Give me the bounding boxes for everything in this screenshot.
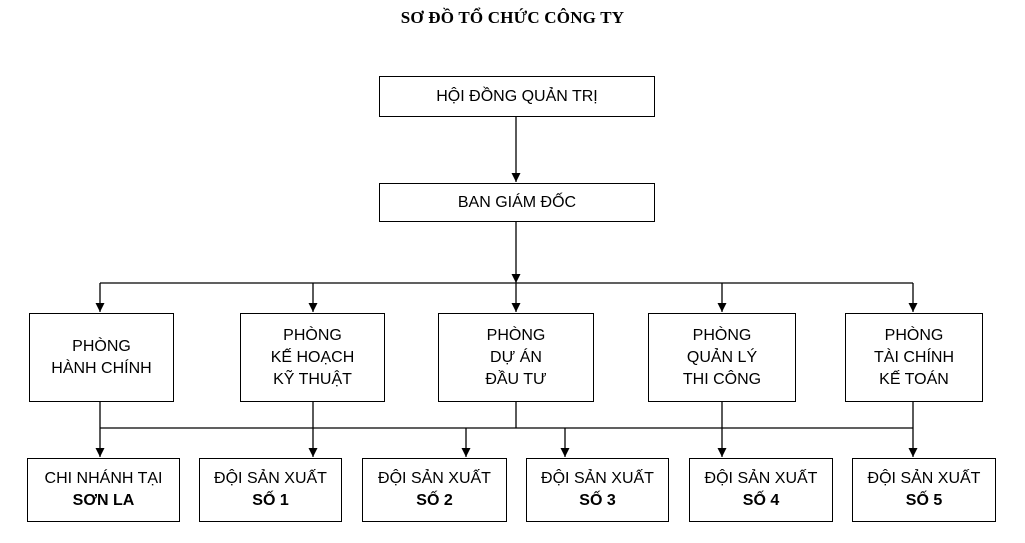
unit-line2: SƠN LA (72, 492, 135, 509)
unit-box-team-5: ĐỘI SẢN XUẤT SỐ 5 (852, 458, 996, 522)
unit-line2: SỐ 5 (905, 492, 943, 509)
unit-line1: ĐỘI SẢN XUẤT (378, 470, 491, 487)
unit-box-team-4: ĐỘI SẢN XUẤT SỐ 4 (689, 458, 833, 522)
unit-line1: ĐỘI SẢN XUẤT (704, 470, 818, 487)
board-box: HỘI ĐỒNG QUẢN TRỊ (379, 76, 655, 117)
directors-box: BAN GIÁM ĐỐC (379, 183, 655, 222)
department-line1: PHÒNG (72, 337, 131, 355)
department-box-projects: PHÒNG DỰ ÁN ĐẦU TƯ (438, 313, 594, 402)
department-line3: KẾ TOÁN (879, 370, 949, 388)
department-line2: KẾ HOẠCH (270, 348, 355, 366)
department-line1: PHÒNG (692, 326, 752, 344)
diagram-title: SƠ ĐỒ TỔ CHỨC CÔNG TY (400, 8, 625, 27)
unit-line1: CHI NHÁNH TẠI (44, 470, 163, 487)
unit-line2: SỐ 2 (416, 492, 453, 509)
department-line2: TÀI CHÍNH (874, 348, 954, 366)
department-line2: QUẢN LÝ (686, 348, 758, 366)
department-line1: PHÒNG (884, 326, 944, 344)
unit-line2: SỐ 1 (252, 492, 289, 509)
department-line2: HÀNH CHÍNH (51, 359, 152, 377)
department-box-planning: PHÒNG KẾ HOẠCH KỸ THUẬT (240, 313, 385, 402)
department-box-finance: PHÒNG TÀI CHÍNH KẾ TOÁN (845, 313, 983, 402)
department-line2: DỰ ÁN (490, 348, 542, 366)
department-line3: THI CÔNG (682, 370, 762, 388)
directors-label: BAN GIÁM ĐỐC (457, 193, 577, 211)
department-line1: PHÒNG (486, 326, 546, 344)
unit-box-team-1: ĐỘI SẢN XUẤT SỐ 1 (199, 458, 342, 522)
unit-line1: ĐỘI SẢN XUẤT (214, 470, 327, 487)
department-box-admin: PHÒNG HÀNH CHÍNH (29, 313, 174, 402)
department-line1: PHÒNG (283, 326, 342, 344)
unit-line1: ĐỘI SẢN XUẤT (867, 470, 981, 487)
department-line3: ĐẦU TƯ (485, 370, 547, 388)
unit-line1: ĐỘI SẢN XUẤT (541, 470, 654, 487)
department-line3: KỸ THUẬT (273, 370, 352, 388)
unit-box-branch: CHI NHÁNH TẠI SƠN LA (27, 458, 180, 522)
department-box-construction: PHÒNG QUẢN LÝ THI CÔNG (648, 313, 796, 402)
unit-box-team-2: ĐỘI SẢN XUẤT SỐ 2 (362, 458, 507, 522)
unit-box-team-3: ĐỘI SẢN XUẤT SỐ 3 (526, 458, 669, 522)
unit-line2: SỐ 4 (742, 492, 780, 509)
unit-line2: SỐ 3 (579, 492, 616, 509)
board-label: HỘI ĐỒNG QUẢN TRỊ (436, 87, 598, 105)
